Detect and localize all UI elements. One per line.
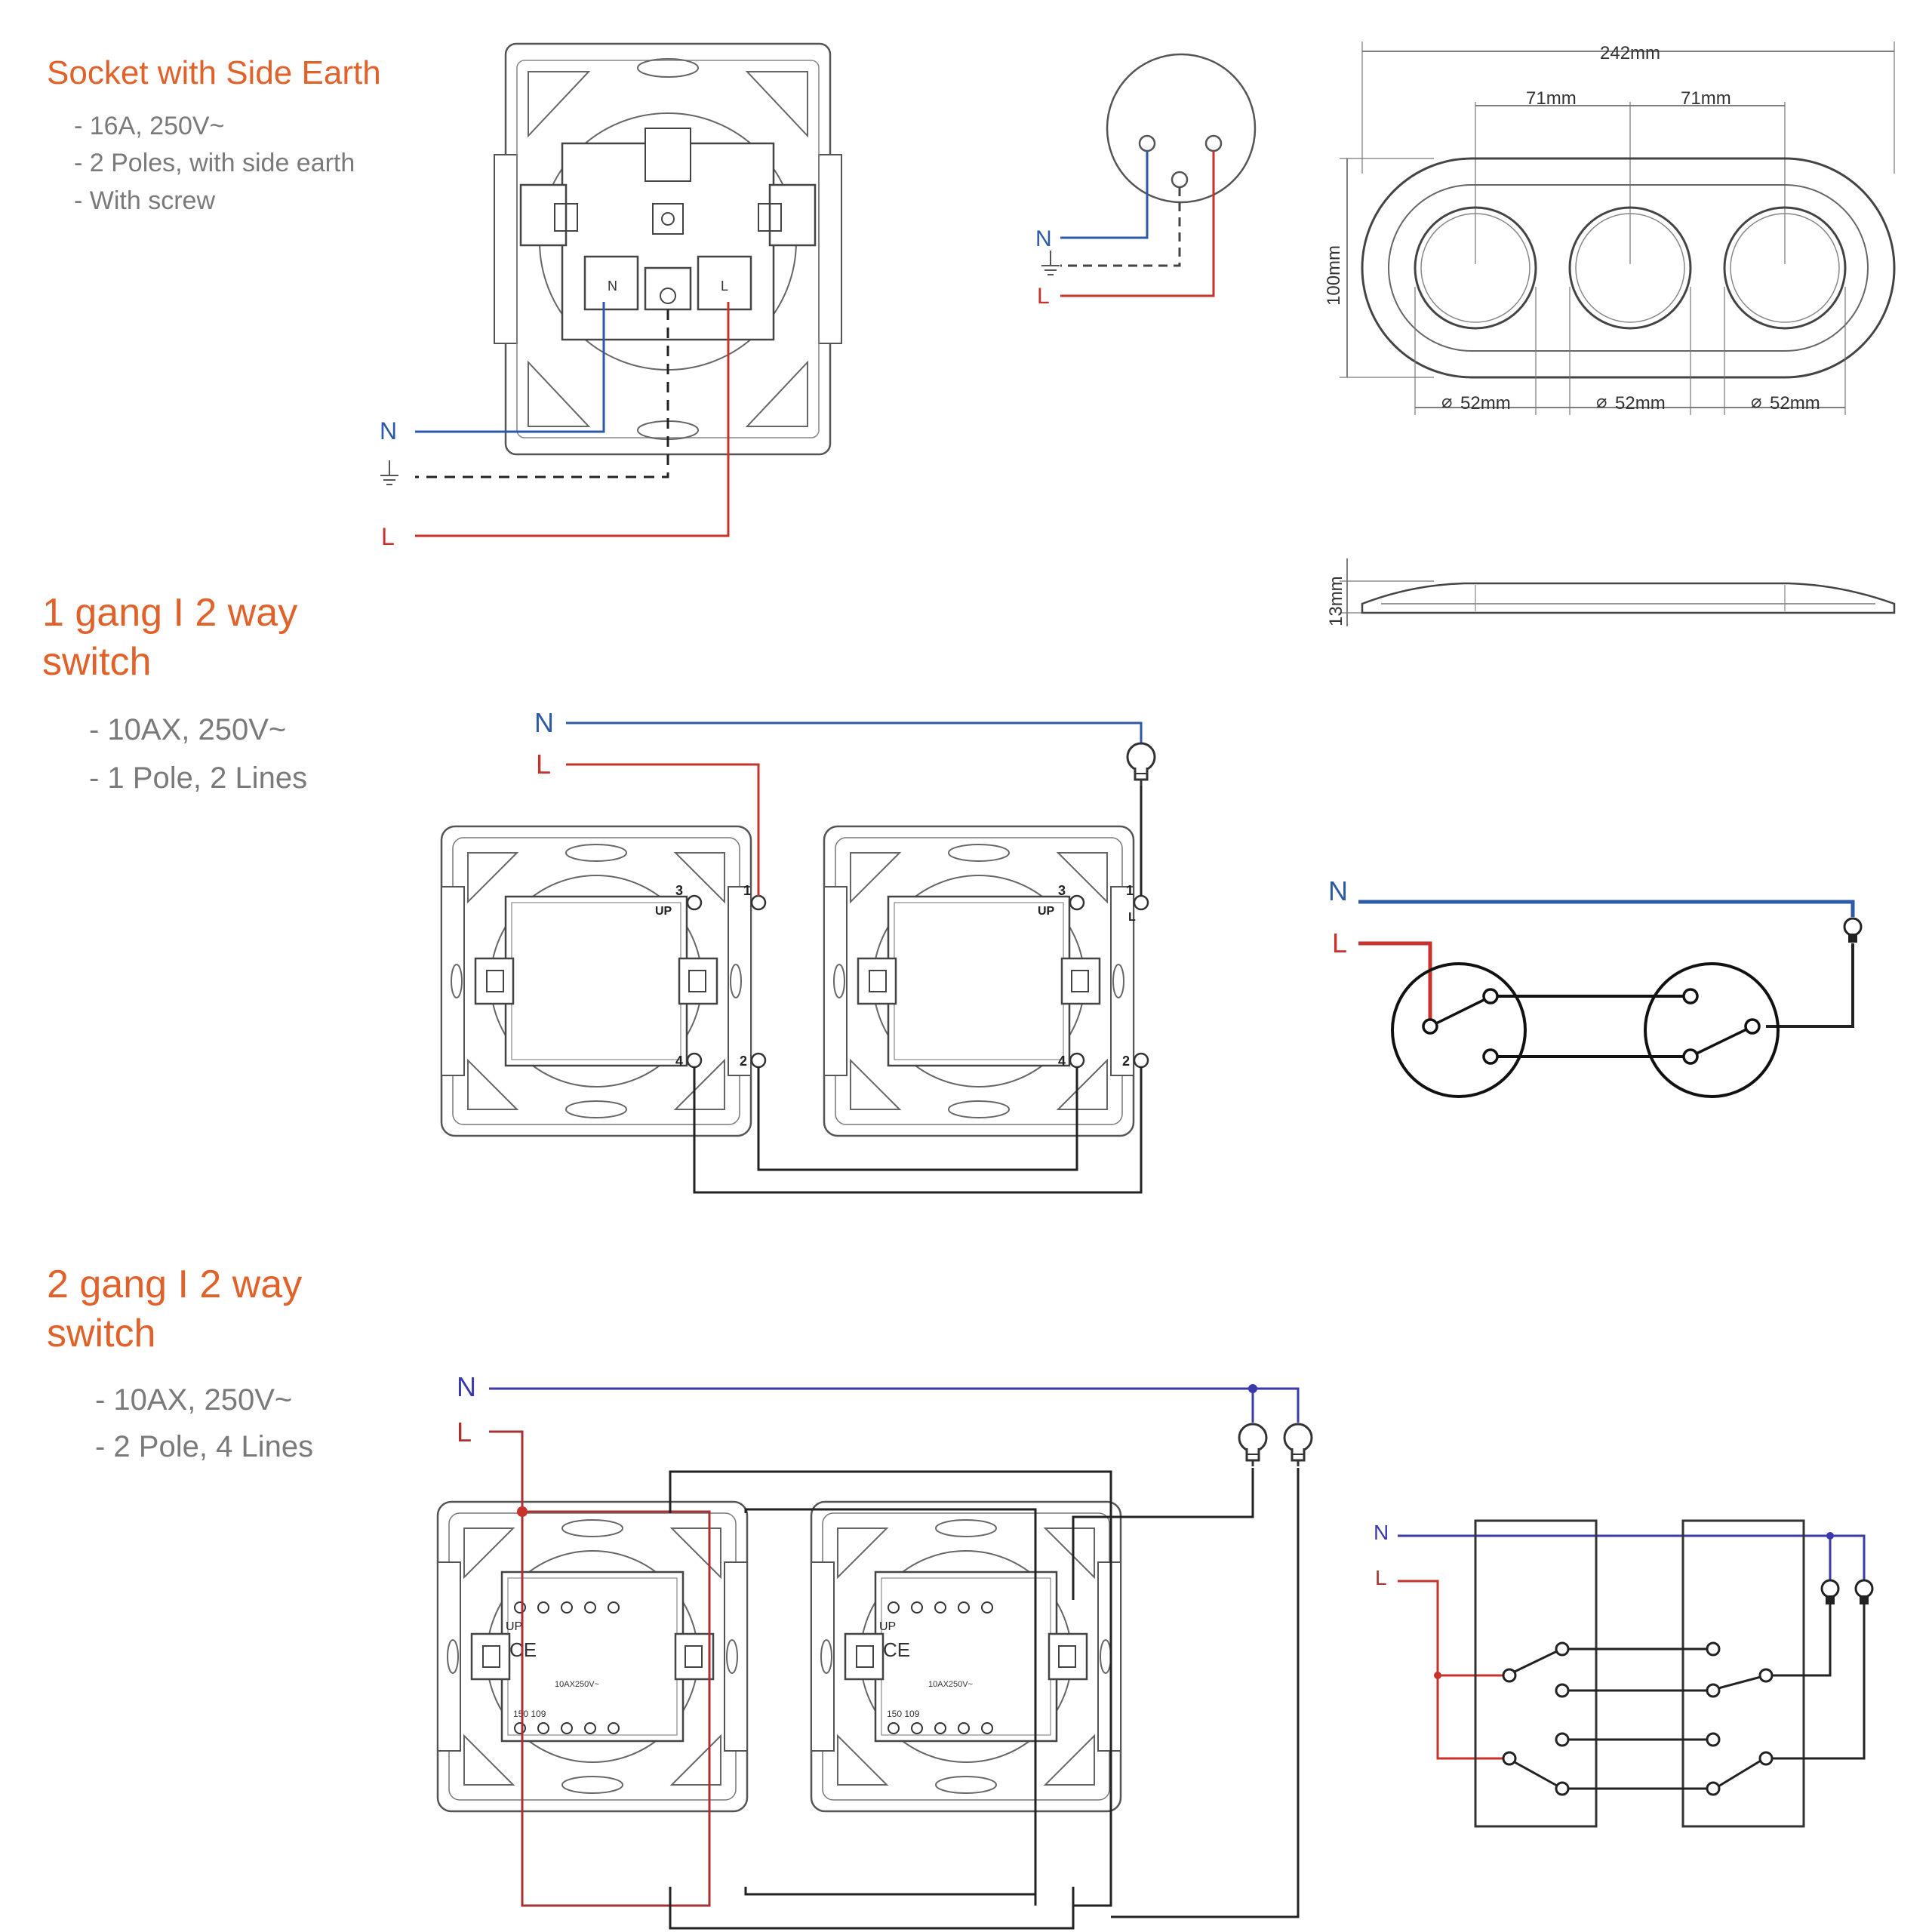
dim-hole: ⌀	[1751, 392, 1761, 412]
switch-1gang-schematic: N L	[1328, 875, 1863, 1098]
terminal-1: 1	[743, 883, 751, 898]
switch-2gang-schematic: N L	[1374, 1519, 1874, 1828]
wire-label-l: L	[381, 523, 395, 550]
bulb-icon	[1283, 1423, 1313, 1468]
dim-hole: 52mm	[1460, 393, 1511, 414]
title-line: 2 gang I 2 way	[47, 1263, 303, 1306]
dim-hole: ⌀	[1441, 392, 1452, 412]
rating-mark: 10AX250V~	[928, 1680, 973, 1689]
dim-spacing-left: 71mm	[1526, 88, 1577, 109]
terminal-n: N	[608, 278, 617, 294]
switch-module	[440, 825, 752, 1137]
frame-side-view: 13mm	[1326, 558, 1896, 626]
socket-wires: N L	[380, 302, 730, 550]
module-detail: UP CE 10AX250V~ 150 109	[879, 1601, 993, 1734]
switch-2gang-specs: - 10AX, 250V~ - 2 Pole, 4 Lines	[95, 1377, 313, 1470]
code-mark: 150 109	[513, 1709, 546, 1719]
socket-drawing: N L	[494, 42, 842, 456]
terminal-l: L	[721, 278, 728, 294]
switch-1gang-specs: - 10AX, 250V~ - 1 Pole, 2 Lines	[89, 706, 307, 802]
spec-line: - With screw	[74, 186, 215, 215]
terminal-2: 2	[740, 1054, 747, 1069]
code-mark: 150 109	[887, 1709, 920, 1719]
symbol-label-l: L	[1037, 284, 1050, 309]
wire-label-l: L	[536, 749, 551, 780]
socket-specs: - 16A, 250V~ - 2 Poles, with side earth …	[74, 108, 355, 220]
title-line: switch	[47, 1312, 156, 1355]
schematic-label-n: N	[1328, 875, 1348, 906]
spec-line: - 16A, 250V~	[74, 112, 225, 140]
schematic-label-l: L	[1332, 928, 1347, 958]
dim-hole: 52mm	[1770, 393, 1820, 414]
up-mark: UP	[1038, 905, 1055, 918]
title-line: switch	[42, 640, 152, 684]
dim-width: 242mm	[1600, 43, 1660, 63]
spec-line: - 2 Poles, with side earth	[74, 149, 355, 178]
wire-label-n: N	[380, 417, 397, 445]
terminal-3: 3	[675, 883, 683, 898]
symbol-label-n: N	[1035, 226, 1052, 251]
dim-hole: ⌀	[1596, 392, 1607, 412]
spec-line: - 2 Pole, 4 Lines	[95, 1430, 314, 1463]
title-line: 1 gang I 2 way	[42, 591, 298, 635]
earth-icon	[1041, 250, 1060, 275]
switch-2gang-title: 2 gang I 2 way switch	[47, 1260, 302, 1358]
dim-hole: 52mm	[1615, 393, 1666, 414]
terminal-4: 4	[675, 1054, 683, 1069]
switch-1gang-title: 1 gang I 2 way switch	[42, 589, 297, 687]
switch-1gang-wiring: 3 1 4 2 UP 3 1 4 2 UP L N L	[440, 707, 1156, 1194]
bulb-icon	[1126, 742, 1156, 787]
earth-icon	[380, 460, 399, 485]
frame-top-view: 242mm 71mm 71mm 100mm ⌀ 52mm ⌀ 52mm ⌀	[1324, 42, 1896, 415]
up-mark: UP	[506, 1620, 522, 1633]
dim-thickness: 13mm	[1326, 576, 1346, 626]
terminal-1: 1	[1126, 883, 1134, 898]
ce-mark: CE	[883, 1638, 910, 1661]
up-mark: UP	[879, 1620, 896, 1633]
bulb-icon	[1854, 1579, 1874, 1605]
socket-title: Socket with Side Earth	[47, 54, 381, 91]
up-mark: UP	[655, 905, 672, 918]
wire-label-l: L	[457, 1417, 472, 1447]
terminal-4: 4	[1058, 1054, 1066, 1069]
terminal-2: 2	[1122, 1054, 1130, 1069]
wire-label-n: N	[534, 707, 554, 738]
terminal-3: 3	[1058, 883, 1066, 898]
dim-spacing-right: 71mm	[1681, 88, 1731, 109]
dim-height: 100mm	[1324, 245, 1344, 306]
schematic-label-n: N	[1374, 1521, 1389, 1544]
spec-line: - 10AX, 250V~	[89, 713, 287, 746]
switch-2gang-wiring: UP CE 10AX250V~ 150 109 UP CE 10AX250V~ …	[436, 1371, 1313, 1930]
switch-module	[436, 1500, 749, 1813]
socket-symbol: N L	[1035, 53, 1257, 309]
bulb-icon	[1820, 1579, 1840, 1605]
bulb-icon	[1238, 1423, 1268, 1468]
wire-label-n: N	[457, 1371, 476, 1402]
switch-module	[823, 825, 1135, 1137]
schematic-label-l: L	[1375, 1566, 1387, 1589]
rating-mark: 10AX250V~	[555, 1680, 599, 1689]
bulb-icon	[1843, 917, 1863, 943]
terminal-l: L	[1128, 911, 1136, 924]
spec-line: - 1 Pole, 2 Lines	[89, 761, 308, 795]
spec-line: - 10AX, 250V~	[95, 1383, 293, 1417]
